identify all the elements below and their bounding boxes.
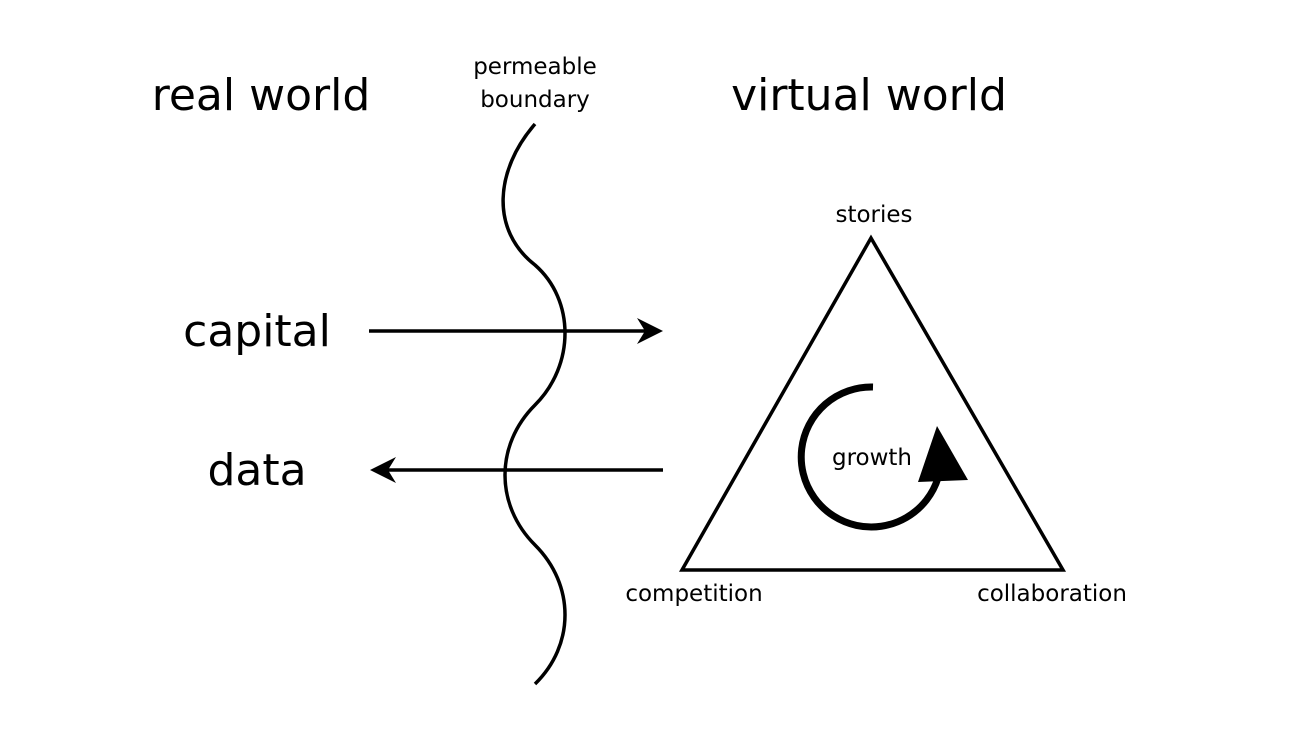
capital-label: capital bbox=[183, 306, 331, 357]
capital-arrow-head bbox=[637, 318, 663, 344]
data-arrow-head bbox=[370, 457, 396, 483]
permeable-boundary-line bbox=[501, 122, 567, 686]
boundary-label-line2: boundary bbox=[480, 87, 590, 113]
virtual-world-triangle bbox=[678, 234, 1067, 572]
real-world-title: real world bbox=[152, 70, 371, 121]
data-label: data bbox=[207, 445, 306, 496]
growth-cycle-arrow-head bbox=[918, 426, 968, 482]
triangle-top-label: stories bbox=[835, 202, 912, 228]
triangle-bottom-right-label: collaboration bbox=[977, 581, 1127, 607]
boundary-label-line1: permeable bbox=[473, 54, 597, 80]
growth-label: growth bbox=[832, 445, 912, 471]
triangle-bottom-left-label: competition bbox=[625, 581, 762, 607]
virtual-world-title: virtual world bbox=[731, 70, 1007, 121]
growth-cycle-arc bbox=[797, 383, 942, 531]
